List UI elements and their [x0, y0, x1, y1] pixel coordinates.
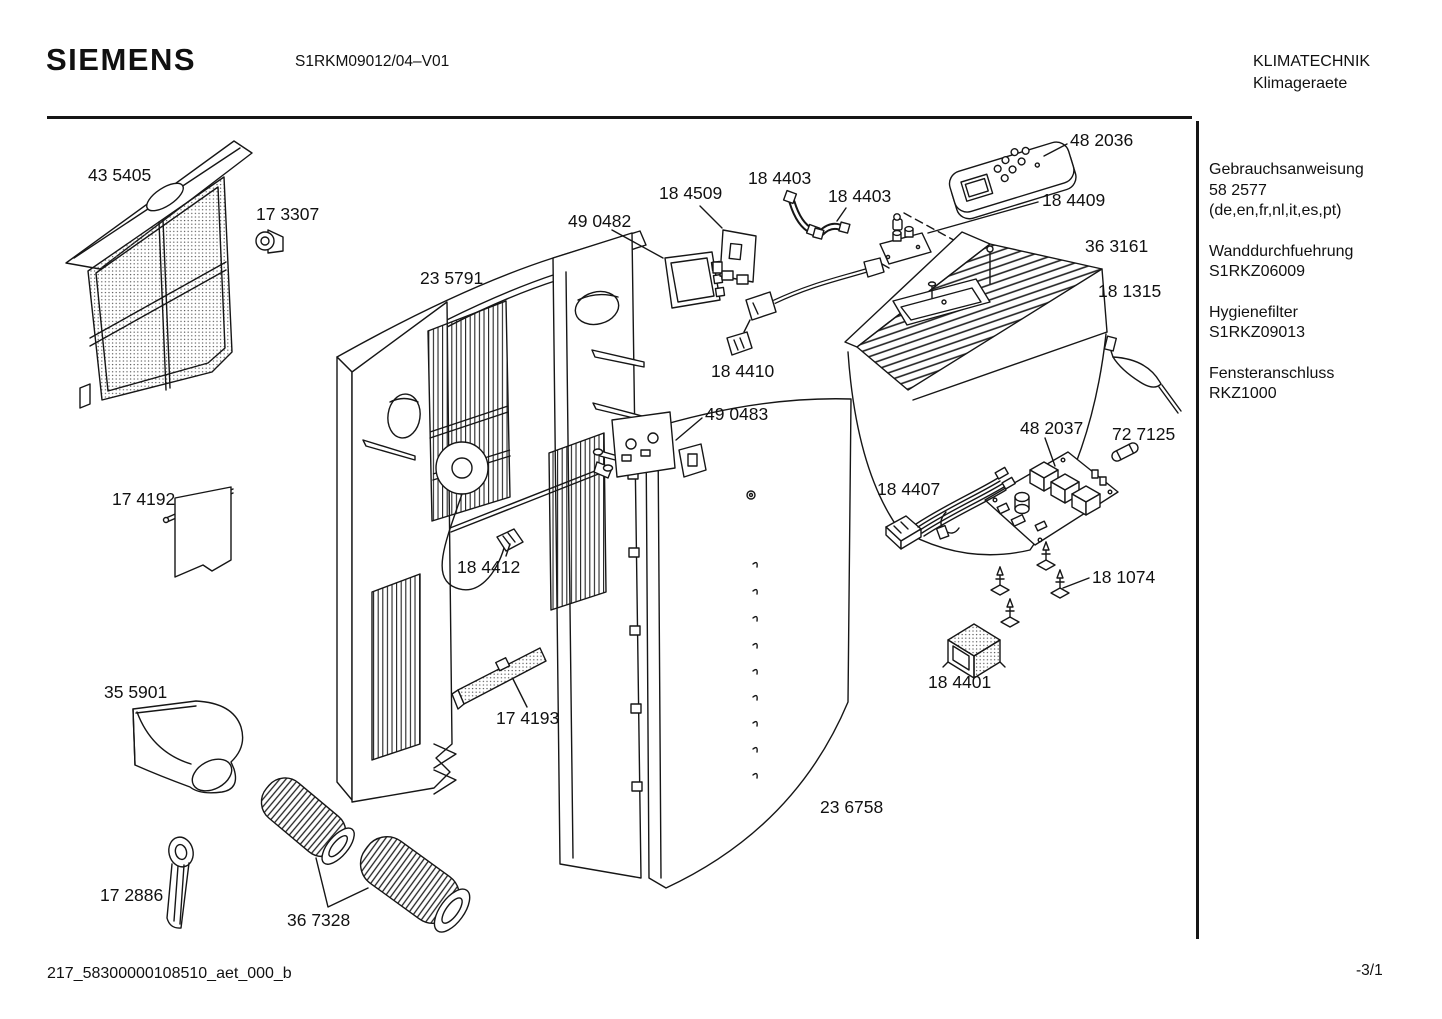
model-number: S1RKM09012/04–V01 — [295, 53, 450, 70]
part-art-transformer — [942, 623, 1006, 679]
part-art-wire-harness — [885, 466, 1016, 550]
part-label-49-0483: 49 0483 — [705, 404, 768, 424]
part-label-18-4409: 18 4409 — [1042, 190, 1105, 210]
part-art-housing — [336, 230, 647, 879]
hose-leader-line — [315, 857, 369, 908]
accessory-line: (de,en,fr,nl,it,es,pt) — [1209, 202, 1342, 219]
part-label-23-5791: 23 5791 — [420, 268, 483, 288]
part-label-18-4401: 18 4401 — [928, 672, 991, 692]
part-art-fuse — [1111, 442, 1139, 462]
part-art-sensor — [1103, 335, 1182, 414]
part-art-power-board — [984, 437, 1119, 546]
part-label-49-0482: 49 0482 — [568, 211, 631, 231]
part-label-43-5405: 43 5405 — [88, 165, 151, 185]
part-label-18-4410: 18 4410 — [711, 361, 775, 381]
accessory-line: Wanddurchfuehrung — [1209, 242, 1354, 260]
part-art-sensor-cable — [449, 461, 613, 557]
category-name: Klimageraete — [1253, 75, 1348, 92]
part-art-exhaust-hose-1 — [260, 777, 355, 865]
sidebar-rule — [1196, 121, 1199, 939]
part-label-48-2037: 48 2037 — [1020, 418, 1083, 438]
part-label-72-7125: 72 7125 — [1112, 424, 1175, 444]
part-art-display-module — [879, 201, 1039, 265]
document-id: 217_58300000108510_aet_000_b — [47, 965, 292, 982]
part-art-strap — [166, 836, 194, 929]
part-label-18-4412: 18 4412 — [457, 557, 520, 577]
part-label-18-1315: 18 1315 — [1098, 281, 1161, 301]
part-label-18-4509: 18 4509 — [659, 183, 722, 203]
accessory-line: RKZ1000 — [1209, 385, 1277, 402]
accessory-line: Hygienefilter — [1209, 303, 1298, 321]
accessories-sidebar: Gebrauchsanweisung 58 2577 (de,en,fr,nl,… — [1209, 160, 1419, 425]
part-label-17-4193: 17 4193 — [496, 708, 559, 728]
division-block: KLIMATECHNIK Klimageraete — [1253, 51, 1370, 95]
part-art-standoffs — [990, 541, 1090, 628]
part-art-top-cover — [844, 231, 1108, 556]
part-label-18-1074: 18 1074 — [1092, 567, 1156, 587]
part-label-36-3161: 36 3161 — [1085, 236, 1148, 256]
part-art-filter-insert — [451, 647, 547, 710]
part-art-remote-control — [948, 141, 1077, 220]
accessory-line: S1RKZ06009 — [1209, 263, 1306, 280]
part-art-flap — [162, 486, 234, 578]
part-art-switch-plate — [592, 411, 703, 478]
part-label-17-3307: 17 3307 — [256, 204, 319, 224]
part-art-exhaust-hose-2 — [359, 836, 471, 933]
part-label-48-2036: 48 2036 — [1070, 130, 1133, 150]
accessory-manual: Gebrauchsanweisung 58 2577 (de,en,fr,nl,… — [1209, 160, 1419, 222]
accessory-line: 58 2577 — [1209, 181, 1267, 199]
accessory-line: Fensteranschluss — [1209, 364, 1335, 382]
part-art-front-panel — [645, 398, 852, 889]
part-art-filter-grille — [65, 140, 253, 409]
accessory-window-kit: Fensteranschluss RKZ1000 — [1209, 364, 1419, 405]
page-number: -3/1 — [1356, 962, 1383, 979]
part-label-18-4403-a: 18 4403 — [748, 168, 811, 188]
part-art-cable-harness-top — [726, 257, 890, 356]
part-label-18-4407: 18 4407 — [877, 479, 940, 499]
part-art-bracket — [699, 205, 757, 285]
accessory-hygiene-filter: Hygienefilter S1RKZ09013 — [1209, 303, 1419, 344]
part-art-cable-clip-2 — [812, 207, 851, 240]
part-label-35-5901: 35 5901 — [104, 682, 167, 702]
header-rule — [47, 116, 1192, 119]
accessory-wall-duct: Wanddurchfuehrung S1RKZ06009 — [1209, 242, 1419, 283]
brand-logo: SIEMENS — [46, 42, 197, 77]
accessory-line: S1RKZ09013 — [1209, 324, 1306, 341]
division-name: KLIMATECHNIK — [1253, 53, 1371, 70]
accessory-line: Gebrauchsanweisung — [1209, 161, 1364, 178]
part-art-clip — [255, 229, 284, 254]
part-label-17-2886: 17 2886 — [100, 885, 163, 905]
part-label-36-7328: 36 7328 — [287, 910, 350, 930]
part-art-air-nozzle — [132, 700, 244, 794]
part-art-cable-clip-1 — [782, 189, 821, 238]
part-label-23-6758: 23 6758 — [820, 797, 883, 817]
part-label-17-4192: 17 4192 — [112, 489, 175, 509]
part-label-18-4403-b: 18 4403 — [828, 186, 891, 206]
